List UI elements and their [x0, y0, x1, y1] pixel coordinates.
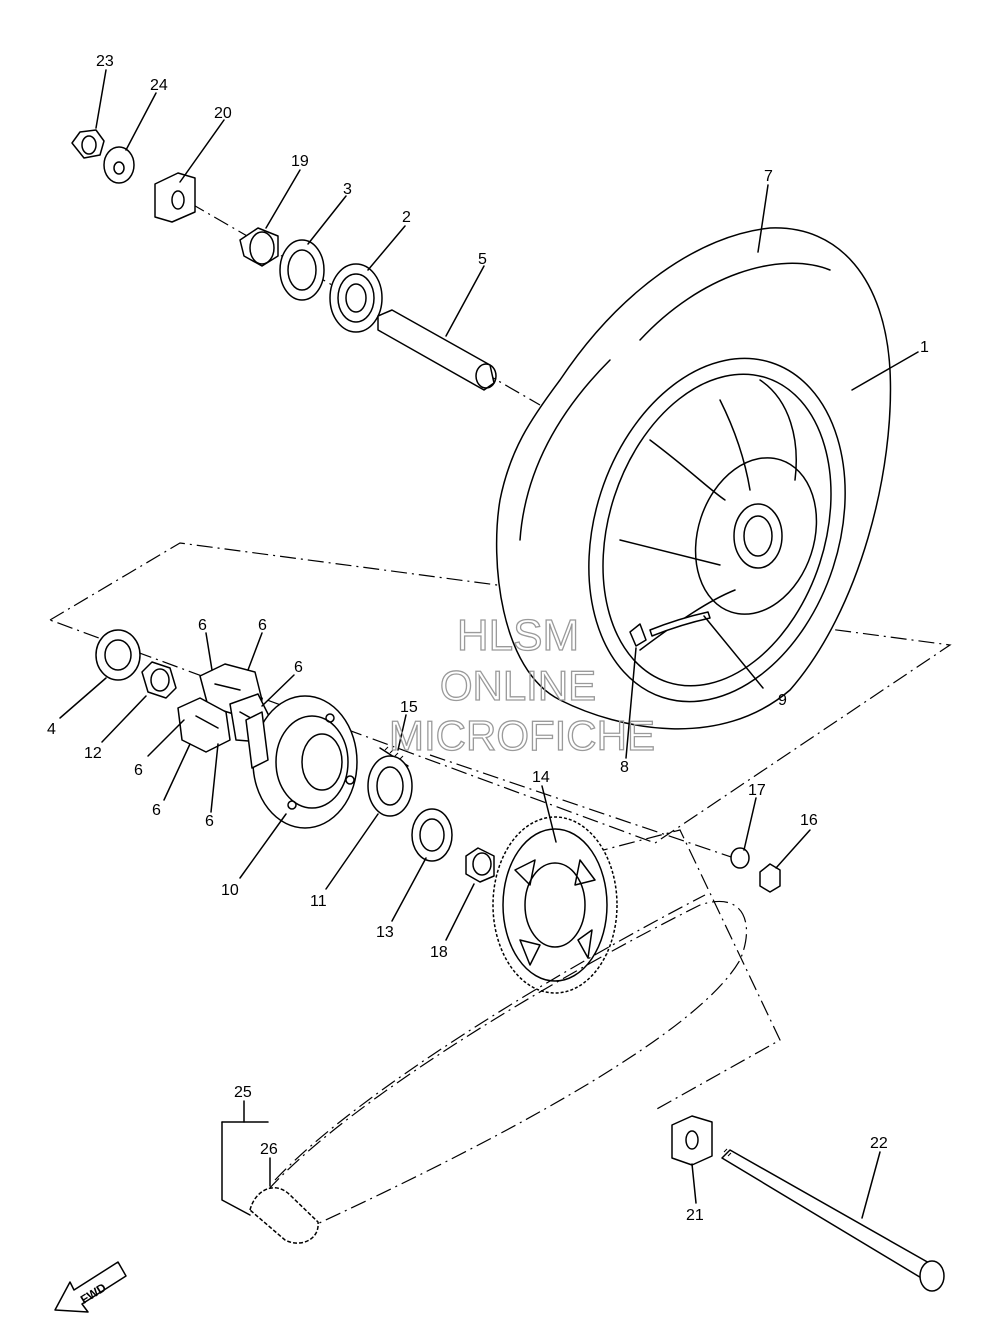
callout-labels: 23 24 20 19 3 2 5 7 1 9 8 4 12 6 6 6 6 6… — [47, 53, 929, 1224]
callout-5: 5 — [478, 251, 487, 268]
sprocket-14 — [492, 816, 618, 994]
callout-11: 11 — [310, 893, 327, 910]
callout-8: 8 — [620, 759, 629, 776]
collar-18 — [465, 847, 495, 883]
watermark: HLSM ONLINE MICROFICHE — [388, 610, 655, 759]
callout-22: 22 — [870, 1135, 888, 1152]
washer-17 — [730, 847, 750, 869]
oil-seal-13 — [411, 808, 453, 862]
collar-19 — [239, 227, 279, 267]
callout-24: 24 — [150, 77, 168, 94]
spacer-5 — [377, 309, 497, 391]
fwd-arrow-icon: FWD — [54, 1261, 127, 1313]
bearing-2 — [329, 263, 383, 333]
callout-16: 16 — [800, 812, 818, 829]
callout-12: 12 — [84, 745, 102, 762]
watermark-line1: HLSM — [457, 611, 579, 660]
watermark-line2: ONLINE — [440, 662, 596, 709]
balance-weight — [649, 611, 711, 637]
collar-12 — [141, 661, 177, 699]
callout-6f: 6 — [205, 813, 214, 830]
callout-17: 17 — [748, 782, 766, 799]
drive-chain-25 — [249, 894, 748, 1244]
washer-24 — [103, 146, 135, 184]
callout-10: 10 — [221, 882, 239, 899]
watermark-line3: MICROFICHE — [389, 712, 655, 759]
nut-16 — [759, 863, 781, 893]
callout-25: 25 — [234, 1084, 252, 1101]
callout-3: 3 — [343, 181, 352, 198]
plate-21 — [671, 1115, 713, 1166]
assembly-frame-hub — [49, 542, 952, 844]
assembly-frame-chain — [564, 829, 781, 1111]
bearing-11 — [367, 755, 413, 817]
callout-6d: 6 — [134, 762, 143, 779]
plate-20 — [154, 172, 196, 223]
callout-26: 26 — [260, 1141, 278, 1158]
axle-22 — [721, 1148, 945, 1292]
rear-wheel — [495, 227, 892, 730]
leader-lines — [59, 69, 919, 1219]
callout-6c: 6 — [294, 659, 303, 676]
callout-9: 9 — [778, 692, 787, 709]
callout-6e: 6 — [152, 802, 161, 819]
callout-7: 7 — [764, 168, 773, 185]
callout-13: 13 — [376, 924, 394, 941]
callout-19: 19 — [291, 153, 309, 170]
callout-1: 1 — [920, 339, 929, 356]
callout-14: 14 — [532, 769, 550, 786]
callout-6b: 6 — [258, 617, 267, 634]
clutch-hub-10 — [245, 695, 358, 829]
callout-2: 2 — [402, 209, 411, 226]
callout-15: 15 — [400, 699, 418, 716]
callout-20: 20 — [214, 105, 232, 122]
callout-18: 18 — [430, 944, 448, 961]
callout-23: 23 — [96, 53, 114, 70]
bearing-4 — [95, 629, 141, 681]
nut-23 — [71, 129, 105, 159]
valve-stem — [629, 623, 647, 647]
callout-4: 4 — [47, 721, 56, 738]
callout-6a: 6 — [198, 617, 207, 634]
oil-seal-3 — [279, 239, 325, 301]
bracket-25 — [221, 1121, 251, 1216]
callout-21: 21 — [686, 1207, 704, 1224]
